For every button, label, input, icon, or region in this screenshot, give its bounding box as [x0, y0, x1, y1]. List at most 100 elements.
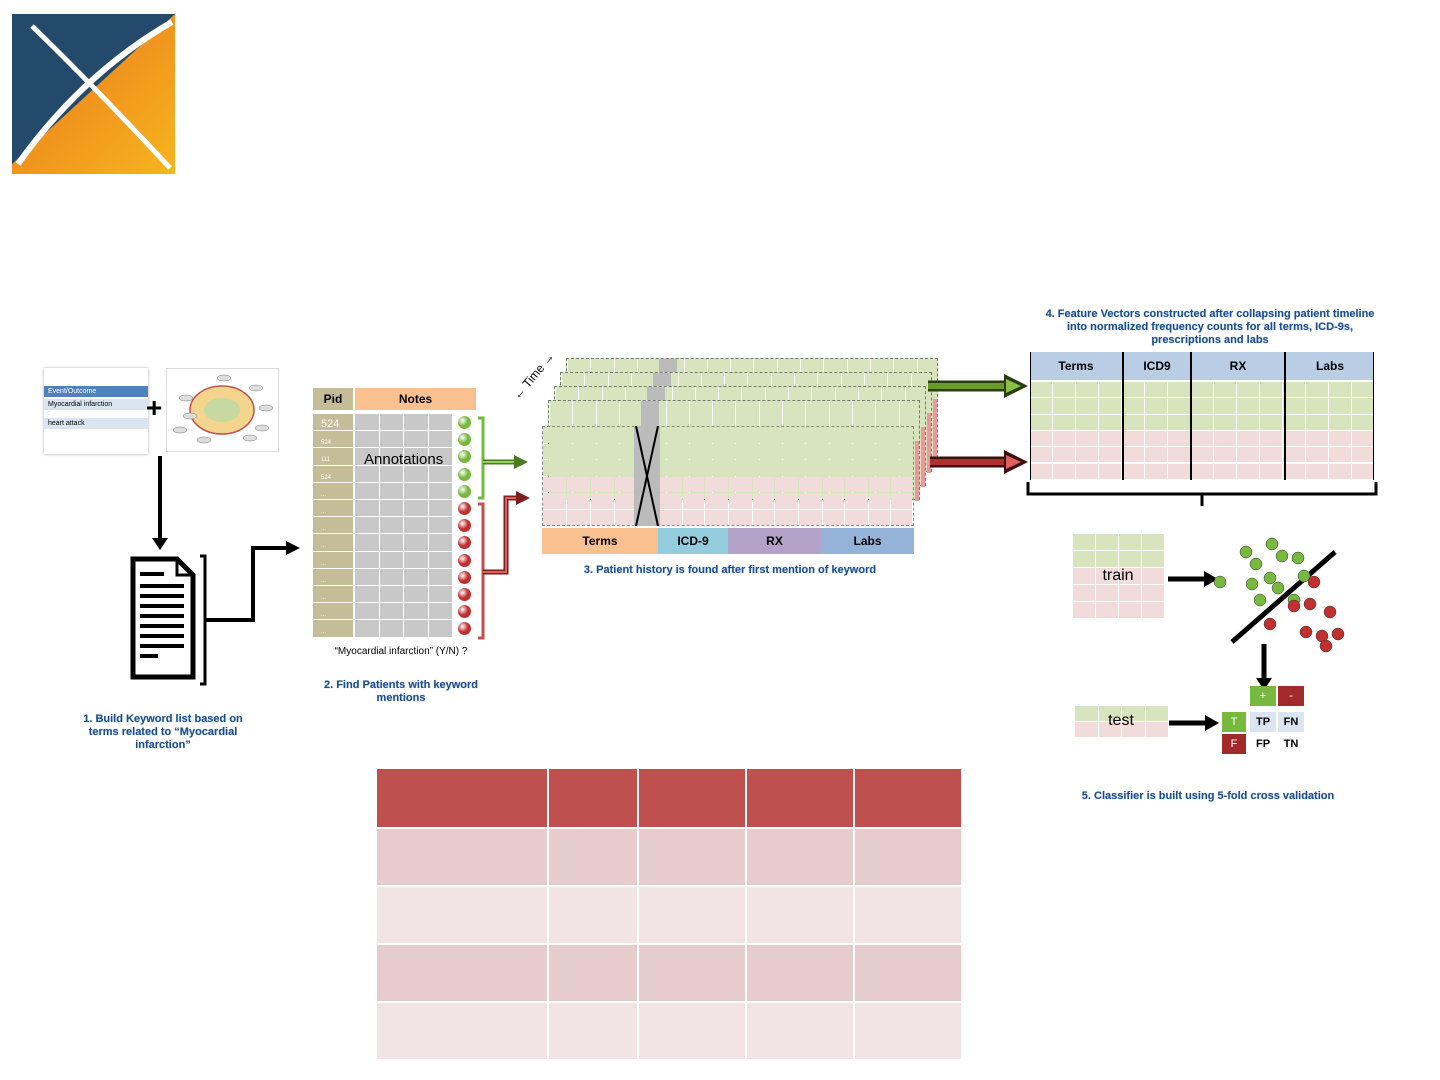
history-cell — [615, 509, 638, 525]
keyword-item: heart attack — [44, 418, 148, 429]
fv-cell — [1237, 382, 1259, 398]
fv-cell — [1122, 414, 1144, 430]
note-cell — [404, 414, 428, 431]
fv-cell — [1237, 463, 1259, 479]
history-cell — [543, 509, 566, 525]
note-cell — [428, 603, 452, 620]
fv-cell — [1260, 414, 1282, 430]
train-cell — [1119, 551, 1141, 567]
history-cell — [567, 493, 590, 509]
step4-caption: 4. Feature Vectors constructed after col… — [1045, 308, 1375, 346]
train-cell — [1096, 602, 1118, 618]
history-cell — [615, 460, 638, 476]
fv-cell — [1053, 447, 1075, 463]
note-cell — [379, 482, 403, 499]
fv-cell — [1053, 463, 1075, 479]
fv-cell — [1214, 398, 1236, 414]
history-cell — [845, 460, 868, 476]
table-header-cell — [549, 769, 637, 827]
test-cell — [1145, 706, 1168, 721]
note-cell — [428, 534, 452, 551]
fv-cell — [1053, 414, 1075, 430]
history-cell — [775, 443, 798, 459]
fv-cell — [1191, 430, 1213, 447]
note-cell — [379, 465, 403, 482]
fv-cell — [1283, 382, 1305, 398]
pid-value: ... — [321, 595, 327, 601]
annotations-label: Annotations — [364, 451, 444, 468]
fv-cell — [1260, 447, 1282, 463]
fv-cell — [1168, 463, 1190, 479]
note-cell — [355, 534, 379, 551]
pid-cell: 524 — [313, 414, 353, 431]
pid-value: 524 — [321, 474, 332, 481]
note-cell — [428, 414, 452, 431]
fv-cell — [1352, 463, 1374, 479]
fv-cell — [1283, 430, 1305, 447]
fv-cell — [1030, 398, 1052, 414]
fv-header-label: ICD9 — [1143, 359, 1171, 373]
history-cell — [891, 443, 912, 459]
matrix-TN: TN — [1278, 734, 1304, 754]
step3-col-labs: Labs — [821, 528, 914, 554]
fv-cell — [1306, 430, 1328, 447]
step3-col-rx: RX — [728, 528, 821, 554]
history-cell — [775, 509, 798, 525]
fv-header: RX — [1192, 352, 1284, 380]
note-cell — [355, 603, 379, 620]
fv-cell — [1122, 430, 1144, 447]
fv-cell — [1352, 447, 1374, 463]
history-cell — [823, 493, 844, 509]
pid-value: 111 — [321, 457, 331, 464]
note-cell — [428, 500, 452, 517]
fv-cell — [1099, 447, 1121, 463]
note-cell — [355, 568, 379, 585]
history-cell — [543, 476, 566, 492]
positive-sample-dot — [1265, 537, 1279, 551]
fv-cell — [1168, 430, 1190, 447]
positive-sample-dot — [1245, 577, 1259, 591]
history-cell — [729, 460, 752, 476]
note-cell — [355, 448, 379, 465]
history-cell — [659, 427, 682, 443]
history-cell — [891, 493, 912, 509]
fv-cell — [1076, 382, 1098, 398]
fv-cell — [1329, 447, 1351, 463]
fv-divider — [1373, 352, 1374, 480]
fv-cell — [1214, 414, 1236, 430]
fv-cell — [1352, 382, 1374, 398]
pid-cell: 524 — [313, 465, 353, 482]
positive-sample-dot — [1213, 575, 1227, 589]
history-cell — [799, 509, 822, 525]
test-cell — [1075, 706, 1098, 721]
note-cell — [404, 551, 428, 568]
fv-divider — [1030, 352, 1031, 480]
note-cell — [428, 568, 452, 585]
note-cell — [404, 500, 428, 517]
train-cell — [1073, 602, 1095, 618]
fv-cell — [1260, 463, 1282, 479]
fv-cell — [1053, 382, 1075, 398]
fv-cell — [1168, 447, 1190, 463]
pid-cell: ... — [313, 517, 353, 534]
fv-cell — [1145, 414, 1167, 430]
history-cell — [799, 443, 822, 459]
positive-dot — [458, 484, 471, 498]
pid-value: ... — [321, 526, 327, 533]
history-cell — [845, 493, 868, 509]
keyword-list-header: Event/Outcome — [44, 386, 148, 397]
pid-value: ... — [321, 491, 327, 498]
note-cell — [355, 482, 379, 499]
note-cell — [355, 586, 379, 603]
keyword-item: Myocardial infarction — [44, 399, 148, 410]
fv-cell — [1053, 430, 1075, 447]
history-cell — [729, 427, 752, 443]
step1-arrows — [152, 456, 300, 686]
note-cell — [355, 517, 379, 534]
fv-cell — [1030, 430, 1052, 447]
note-cell — [379, 500, 403, 517]
step5-caption: 5. Classifier is built using 5-fold cros… — [1081, 790, 1335, 802]
note-cell — [404, 586, 428, 603]
confusion-matrix: + - T F TP FN FP TN — [1222, 686, 1306, 756]
history-cell — [659, 460, 682, 476]
